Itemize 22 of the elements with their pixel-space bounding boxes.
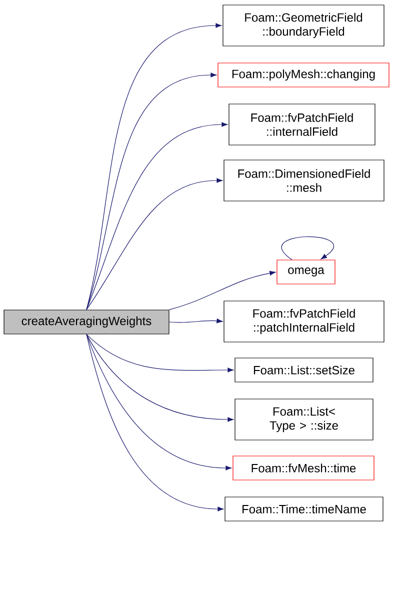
function-box: createAveragingWeights xyxy=(4,310,170,334)
arrow xyxy=(86,23,222,310)
function-box: Foam::fvPatchField ::internalField xyxy=(228,104,376,146)
arrow xyxy=(86,122,228,310)
function-box: omega xyxy=(276,260,336,284)
arrow xyxy=(86,72,217,310)
arrow xyxy=(86,178,223,310)
arrow xyxy=(169,270,276,310)
arrow xyxy=(86,334,224,512)
arrow xyxy=(86,334,232,470)
function-box: Foam::List::setSize xyxy=(234,358,374,382)
function-box: Foam::List< Type > ::size xyxy=(234,398,374,440)
function-box: Foam::fvMesh::time xyxy=(232,456,374,480)
arrow xyxy=(86,334,234,372)
function-box: Foam::GeometricField ::boundaryField xyxy=(222,4,384,46)
arrow xyxy=(281,236,334,260)
function-box: Foam::fvPatchField ::patchInternalField xyxy=(224,300,384,342)
arrow xyxy=(86,334,234,422)
function-box: Foam::DimensionedField ::mesh xyxy=(224,160,384,202)
function-box: Foam::polyMesh::changing xyxy=(218,62,390,88)
function-box: Foam::Time::timeName xyxy=(224,496,384,522)
arrow xyxy=(169,318,223,324)
